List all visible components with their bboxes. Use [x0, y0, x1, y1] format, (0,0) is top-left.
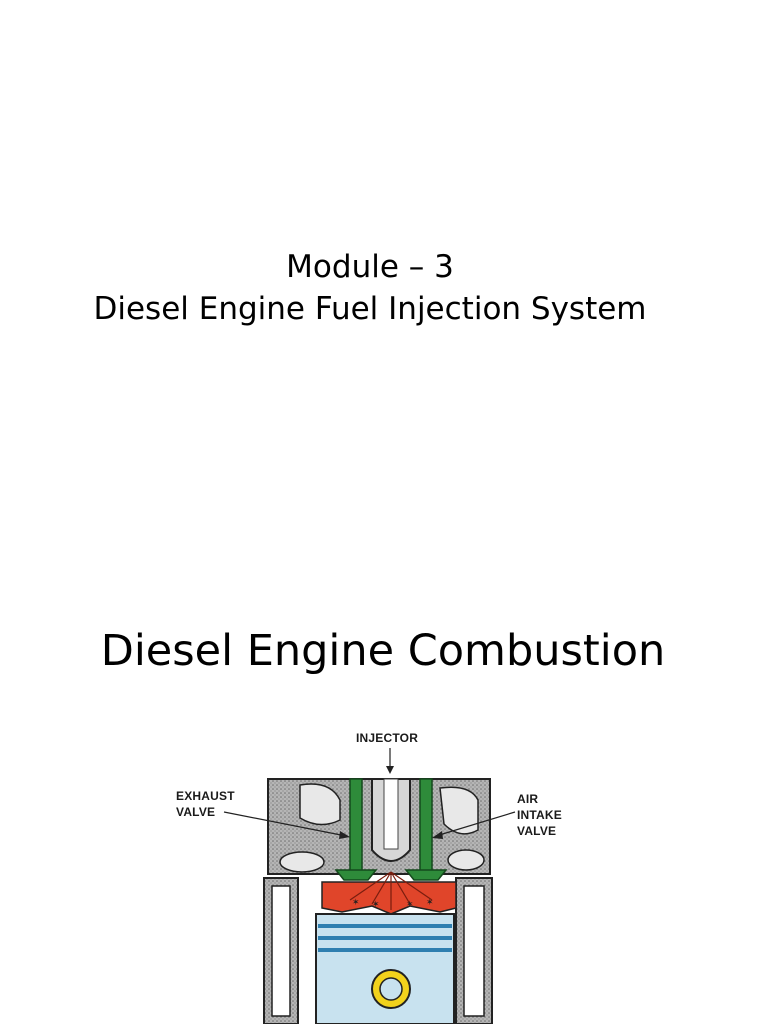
cylinder-block — [263, 877, 493, 1024]
engine-combustion-diagram: ✶ ✶ ✶ ✶ INJECTOR EXHAUST VALVE — [0, 700, 768, 1024]
svg-text:VALVE: VALVE — [517, 824, 556, 838]
piston — [315, 913, 455, 1024]
module-number: Module – 3 — [286, 249, 454, 285]
injector-label: INJECTOR — [356, 731, 418, 774]
svg-text:EXHAUST: EXHAUST — [176, 789, 235, 803]
intake-valve — [404, 778, 448, 881]
svg-text:✶: ✶ — [352, 898, 360, 908]
svg-text:✶: ✶ — [426, 898, 434, 908]
module-title-block: Module – 3 Diesel Engine Fuel Injection … — [0, 246, 740, 330]
svg-text:AIR: AIR — [517, 792, 538, 806]
svg-text:INJECTOR: INJECTOR — [356, 731, 418, 745]
svg-text:INTAKE: INTAKE — [517, 808, 562, 822]
injector — [371, 778, 411, 862]
svg-text:VALVE: VALVE — [176, 805, 215, 819]
air-intake-valve-label: AIR INTAKE VALVE — [432, 792, 562, 839]
exhaust-valve-label: EXHAUST VALVE — [176, 789, 350, 839]
exhaust-valve — [334, 778, 378, 881]
combustion-chamber: ✶ ✶ ✶ ✶ — [321, 871, 457, 915]
svg-text:✶: ✶ — [372, 900, 380, 910]
svg-text:✶: ✶ — [406, 900, 414, 910]
module-title: Diesel Engine Fuel Injection System — [93, 291, 647, 327]
slide-title: Diesel Engine Combustion — [100, 626, 666, 676]
